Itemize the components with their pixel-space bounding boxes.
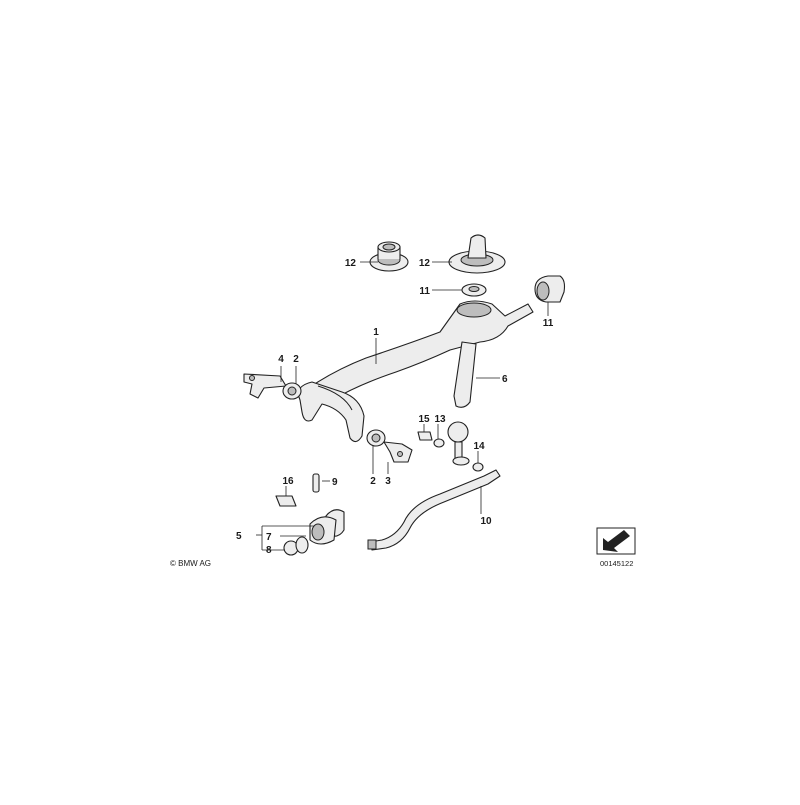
- part-11-ring-upper: [433, 438, 445, 448]
- callout-9: 12: [345, 258, 357, 269]
- callout-8: 12: [419, 258, 431, 269]
- part-12-clip-lower: [275, 495, 297, 507]
- part-10-rod: [367, 469, 501, 551]
- part-1-shift-arm: [297, 300, 534, 443]
- callout-10: 10: [480, 516, 492, 527]
- part-9-clamp: [369, 241, 409, 272]
- callout-3: 3: [385, 476, 391, 487]
- callout-7: 11: [419, 286, 430, 297]
- callout-2-lower: 2: [370, 476, 376, 487]
- part-12-clip-upper: [417, 431, 433, 441]
- leader-lines: [256, 261, 549, 551]
- part-15-ring: [283, 536, 309, 556]
- callout-labels: 12 12 11 11 1 4 2 6 15 13 14 2 3 10 16 9…: [236, 258, 554, 556]
- part-16-pin: [312, 473, 320, 493]
- part-6-lever: [447, 341, 477, 466]
- part-11-ring-lower: [472, 462, 484, 472]
- part-7-ring: [461, 283, 487, 297]
- callout-16: 9: [332, 477, 338, 488]
- copyright-text: © BMW AG: [170, 559, 211, 568]
- part-2-bush-lower: [366, 429, 386, 447]
- drawing-number: 00145122: [600, 559, 633, 568]
- part-5-bushing: [534, 275, 566, 303]
- callout-11-lower: 14: [473, 441, 485, 452]
- callout-15: 8: [266, 545, 272, 556]
- callout-13: 5: [236, 531, 242, 542]
- callout-12-upper: 15: [418, 414, 430, 425]
- callout-2-upper: 2: [293, 354, 299, 365]
- part-4-bracket: [243, 373, 287, 399]
- arrow-down-left-icon: [596, 527, 636, 555]
- part-8-boot: [448, 234, 506, 274]
- callout-5: 11: [543, 318, 554, 329]
- callout-6: 6: [502, 374, 508, 385]
- callout-4: 4: [278, 354, 284, 365]
- callout-11-upper: 13: [434, 414, 446, 425]
- callout-14: 7: [266, 532, 272, 543]
- part-14-block: [309, 509, 345, 545]
- part-2-bush-upper: [282, 382, 302, 400]
- part-3-bracket: [383, 441, 413, 463]
- callout-1: 1: [373, 327, 379, 338]
- callout-12-lower: 16: [282, 476, 294, 487]
